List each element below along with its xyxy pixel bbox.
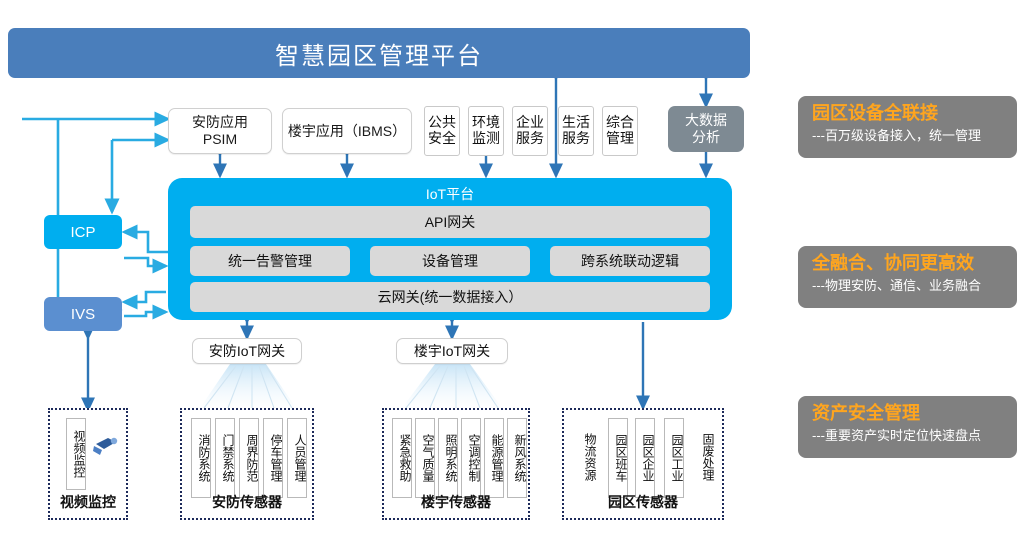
sensor-group-title: 安防传感器 bbox=[212, 494, 282, 510]
sensor-item-air-quality[interactable]: 空气质量 bbox=[415, 418, 435, 498]
app-chip-enterprise[interactable]: 企业 服务 bbox=[512, 106, 548, 156]
sensor-item-emergency-rescue[interactable]: 紧急救助 bbox=[392, 418, 412, 498]
app-chip-life-service[interactable]: 生活 服务 bbox=[558, 106, 594, 156]
iot-module-label: 跨系统联动逻辑 bbox=[581, 253, 679, 269]
bigdata-line2: 分析 bbox=[692, 129, 720, 145]
node-icp[interactable]: ICP bbox=[44, 215, 122, 249]
app-ibms-label: 楼宇应用（IBMS） bbox=[287, 122, 407, 139]
iot-api-gateway[interactable]: API网关 bbox=[190, 206, 710, 238]
sensor-group-title: 视频监控 bbox=[60, 494, 116, 510]
app-psim[interactable]: 安防应用 PSIM bbox=[168, 108, 272, 154]
feature-title: 全融合、协同更高效 bbox=[812, 253, 974, 273]
sensor-item-logistics-resources[interactable]: 物流资源 bbox=[578, 418, 597, 496]
sensor-item-access-control[interactable]: 门禁系统 bbox=[215, 418, 235, 498]
sensor-item-fire-system[interactable]: 消防系统 bbox=[191, 418, 211, 498]
iot-unified-alarm-management[interactable]: 统一告警管理 bbox=[190, 246, 350, 276]
sensor-item-campus-shuttle[interactable]: 园区班车 bbox=[608, 418, 628, 498]
gateway-security-label: 安防IoT网关 bbox=[208, 343, 286, 359]
iot-platform: IoT平台 API网关 统一告警管理 设备管理 跨系统联动逻辑 云网关(统一数据… bbox=[168, 178, 732, 320]
feature-title: 资产安全管理 bbox=[812, 403, 920, 423]
sensor-group-title: 楼宇传感器 bbox=[421, 494, 491, 510]
iot-cloud-gateway-label: 云网关(统一数据接入） bbox=[377, 289, 523, 305]
node-icp-label: ICP bbox=[70, 223, 96, 241]
sensor-item-campus-enterprise[interactable]: 园区企业 bbox=[635, 418, 655, 498]
app-chip-integrated-mgmt[interactable]: 综合 管理 bbox=[602, 106, 638, 156]
chip-line1: 企业 bbox=[516, 114, 544, 131]
sensor-group-campus-sensors: 物流资源 园区班车 园区企业 园区工业 固废处理 园区传感器 bbox=[562, 408, 724, 520]
feature-subtitle: ---重要资产实时定位快速盘点 bbox=[812, 427, 981, 443]
feature-subtitle: ---百万级设备接入，统一管理 bbox=[812, 127, 981, 143]
chip-line1: 环境 bbox=[472, 114, 500, 131]
app-psim-line2: PSIM bbox=[202, 131, 238, 147]
sensor-item-energy-management[interactable]: 能源管理 bbox=[484, 418, 504, 498]
chip-line2: 管理 bbox=[606, 130, 634, 146]
gateway-building-iot[interactable]: 楼宇IoT网关 bbox=[396, 338, 508, 364]
sensor-item-lighting-system[interactable]: 照明系统 bbox=[438, 418, 458, 498]
sensor-item-fresh-air-system[interactable]: 新风系统 bbox=[507, 418, 527, 498]
iot-cloud-gateway[interactable]: 云网关(统一数据接入） bbox=[190, 282, 710, 312]
chip-line1: 综合 bbox=[606, 114, 634, 131]
iot-device-management[interactable]: 设备管理 bbox=[370, 246, 530, 276]
sensor-item-video-monitoring[interactable]: 视频监控 bbox=[66, 418, 86, 490]
app-chip-public-safety[interactable]: 公共 安全 bbox=[424, 106, 460, 156]
chip-line2: 服务 bbox=[516, 130, 544, 146]
gateway-building-label: 楼宇IoT网关 bbox=[413, 343, 491, 359]
feature-title: 园区设备全联接 bbox=[812, 103, 938, 123]
sensor-group-security-sensors: 消防系统 门禁系统 周界防范 停车管理 人员管理 安防传感器 bbox=[180, 408, 314, 520]
chip-line1: 公共 bbox=[428, 114, 456, 131]
sensor-item-perimeter-protection[interactable]: 周界防范 bbox=[239, 418, 259, 498]
iot-module-label: 设备管理 bbox=[422, 253, 478, 269]
iot-platform-title: IoT平台 bbox=[425, 186, 475, 202]
chip-line2: 监测 bbox=[472, 130, 500, 146]
sensor-item-personnel-management[interactable]: 人员管理 bbox=[287, 418, 307, 498]
app-psim-line1: 安防应用 bbox=[192, 114, 248, 131]
chip-line1: 生活 bbox=[562, 114, 590, 131]
chip-line2: 安全 bbox=[428, 130, 456, 146]
app-ibms[interactable]: 楼宇应用（IBMS） bbox=[282, 108, 412, 154]
feature-card-asset-security: 资产安全管理 ---重要资产实时定位快速盘点 bbox=[798, 396, 1017, 458]
banner-text: 智慧园区管理平台 bbox=[275, 42, 483, 70]
bigdata-line1: 大数据 bbox=[685, 112, 727, 129]
feature-card-full-connectivity: 园区设备全联接 ---百万级设备接入，统一管理 bbox=[798, 96, 1017, 158]
sensor-item-hvac-control[interactable]: 空调控制 bbox=[461, 418, 481, 498]
feature-card-full-convergence: 全融合、协同更高效 ---物理安防、通信、业务融合 bbox=[798, 246, 1017, 308]
iot-cross-system-linkage[interactable]: 跨系统联动逻辑 bbox=[550, 246, 710, 276]
sensor-item-parking-management[interactable]: 停车管理 bbox=[263, 418, 283, 498]
sensor-group-video-surveillance: 视频监控 视频监控 bbox=[48, 408, 128, 520]
app-chip-environment[interactable]: 环境 监测 bbox=[468, 106, 504, 156]
camera-icon bbox=[93, 437, 118, 455]
node-ivs[interactable]: IVS bbox=[44, 297, 122, 331]
big-data-analytics-box[interactable]: 大数据 分析 bbox=[668, 106, 744, 152]
sensor-group-building-sensors: 紧急救助 空气质量 照明系统 空调控制 能源管理 新风系统 楼宇传感器 bbox=[382, 408, 530, 520]
gateway-security-iot[interactable]: 安防IoT网关 bbox=[192, 338, 302, 364]
sensor-item-campus-industry[interactable]: 园区工业 bbox=[664, 418, 684, 498]
iot-module-label: 统一告警管理 bbox=[228, 253, 312, 269]
page-title: 智慧园区管理平台 bbox=[8, 28, 750, 78]
node-ivs-label: IVS bbox=[70, 305, 96, 323]
feature-subtitle: ---物理安防、通信、业务融合 bbox=[812, 277, 981, 293]
iot-api-gateway-label: API网关 bbox=[424, 214, 476, 230]
sensor-item-solid-waste-treatment[interactable]: 固废处理 bbox=[696, 418, 715, 496]
sensor-group-title: 园区传感器 bbox=[608, 494, 678, 510]
chip-line2: 服务 bbox=[562, 130, 590, 146]
